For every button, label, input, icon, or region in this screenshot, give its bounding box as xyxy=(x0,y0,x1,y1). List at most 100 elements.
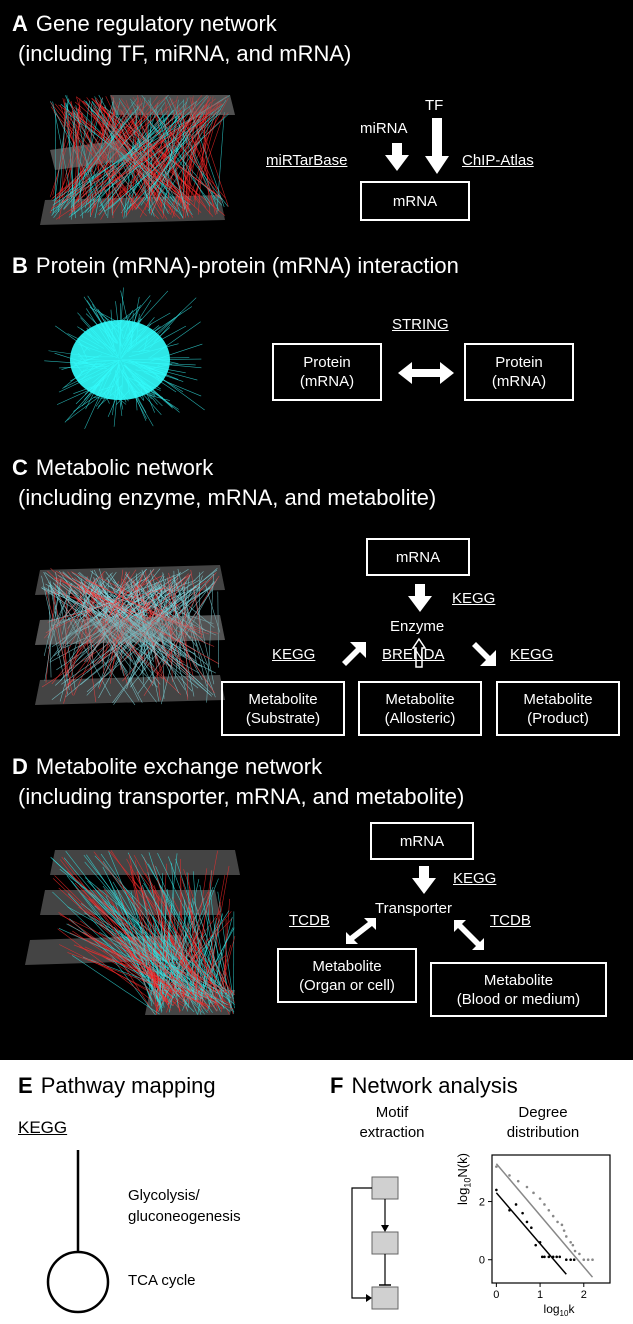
data-point xyxy=(551,1255,555,1259)
kegg-right-label: KEGG xyxy=(510,646,554,663)
metabolite-substrate-line1: Metabolite xyxy=(248,690,318,708)
panel-d-title-line1: Metabolite exchange network xyxy=(35,754,323,779)
kegg-label: KEGG xyxy=(18,1118,68,1137)
panel-b-title: B Protein (mRNA)-protein (mRNA) interacti… xyxy=(12,252,459,280)
tf-label: TF xyxy=(425,97,444,114)
data-point xyxy=(591,1258,594,1262)
panel-a-subtitle: (including TF, miRNA, and mRNA) xyxy=(18,41,352,66)
panel-d-letter: D xyxy=(12,754,28,779)
metabolite-product-box: Metabolite(Product) xyxy=(496,681,620,736)
mirtarbase-label: miRTarBase xyxy=(266,152,348,169)
data-point xyxy=(543,1203,546,1206)
metabolite-organ-box: Metabolite(Organ or cell) xyxy=(277,948,417,1003)
string-label: STRING xyxy=(392,316,449,333)
data-point xyxy=(532,1191,535,1195)
data-point xyxy=(508,1208,511,1212)
transporter-label: Transporter xyxy=(375,900,452,917)
arrow-up-right-icon xyxy=(342,642,366,666)
panel-c-title-line1: Metabolic network xyxy=(35,455,214,480)
panel-a-title-line1: Gene regulatory network xyxy=(35,11,277,36)
protein-left-line1: Protein xyxy=(303,354,351,371)
motif-diagram xyxy=(351,1176,399,1310)
data-point xyxy=(543,1255,546,1259)
data-point xyxy=(495,1165,498,1168)
y-tick-label: 0 xyxy=(479,1255,485,1267)
metabolite-allosteric-line2: (Allosteric) xyxy=(384,709,456,727)
double-arrow-diagonal-icon xyxy=(454,920,484,950)
tcdb-right-label: TCDB xyxy=(490,912,531,929)
x-tick-label: 0 xyxy=(493,1289,499,1301)
data-point xyxy=(586,1258,590,1262)
double-arrow-diagonal-icon xyxy=(346,918,376,944)
data-point xyxy=(525,1220,529,1224)
data-point xyxy=(547,1208,551,1212)
data-point xyxy=(582,1258,586,1262)
panel-e-letter: E xyxy=(18,1073,33,1098)
data-point xyxy=(556,1220,559,1224)
arrow-down-icon xyxy=(412,866,436,894)
panel-c-letter: C xyxy=(12,455,28,480)
arrow-down-icon xyxy=(408,584,432,612)
data-point xyxy=(573,1249,577,1253)
x-axis-label: log10k xyxy=(544,1302,576,1318)
data-point xyxy=(516,1179,520,1183)
metabolic-3d-network-image xyxy=(35,565,225,706)
mrna-box: mRNA xyxy=(370,822,474,860)
y-tick-label: 2 xyxy=(479,1197,485,1209)
data-point xyxy=(530,1226,533,1230)
data-point xyxy=(521,1211,524,1215)
panel-b-letter: B xyxy=(12,253,28,278)
metabolite-allosteric-box: Metabolite(Allosteric) xyxy=(358,681,482,736)
glycolysis-line2: gluconeogenesis xyxy=(128,1208,241,1225)
tca-cycle-label: TCA cycle xyxy=(128,1272,196,1289)
pathway-map-icon xyxy=(46,1150,110,1314)
protein-right-line2: (mRNA) xyxy=(491,373,547,390)
fit-line xyxy=(495,1163,594,1278)
x-tick-label: 1 xyxy=(537,1289,543,1301)
data-point xyxy=(508,1174,511,1177)
panel-d-subtitle: (including transporter, mRNA, and metabo… xyxy=(18,784,465,809)
metabolite-substrate-box: Metabolite(Substrate) xyxy=(221,681,345,736)
degree-line2: distribution xyxy=(506,1124,580,1141)
metabolite-blood-line2: (Blood or medium) xyxy=(456,990,581,1008)
data-point xyxy=(569,1240,572,1244)
data-point xyxy=(538,1240,542,1244)
data-point xyxy=(562,1229,566,1232)
arrow-down-right-icon xyxy=(472,642,496,666)
data-point xyxy=(564,1258,568,1262)
panel-c-subtitle: (including enzyme, mRNA, and metabolite) xyxy=(18,485,437,510)
data-point xyxy=(569,1258,572,1262)
panel-b-title-text: Protein (mRNA)-protein (mRNA) interactio… xyxy=(35,253,459,278)
protein-left-line2: (mRNA) xyxy=(299,373,355,390)
data-point xyxy=(538,1197,542,1200)
motif-extraction-label: Motif extraction xyxy=(352,1103,432,1143)
data-point xyxy=(495,1188,498,1192)
mrna-box: mRNA xyxy=(360,181,470,221)
motif-line2: extraction xyxy=(359,1124,425,1141)
arrow-down-icon xyxy=(425,118,449,174)
exchange-3d-network-image xyxy=(25,850,240,1016)
tcdb-left-label: TCDB xyxy=(289,912,330,929)
motif-line1: Motif xyxy=(375,1104,409,1121)
degree-distribution-label: Degree distribution xyxy=(478,1103,608,1143)
chipatlas-label: ChIP-Atlas xyxy=(462,152,534,169)
metabolite-substrate-line2: (Substrate) xyxy=(245,709,321,727)
arrow-down-icon xyxy=(385,143,409,171)
metabolite-product-line2: (Product) xyxy=(527,709,589,727)
data-point xyxy=(514,1203,518,1206)
kegg-label: KEGG xyxy=(453,870,497,887)
data-point xyxy=(555,1255,558,1259)
data-point xyxy=(540,1255,544,1259)
glycolysis-line1: Glycolysis/ xyxy=(128,1187,200,1204)
protein-right-line1: Protein xyxy=(495,354,543,371)
brenda-label: BRENDA xyxy=(382,646,445,663)
metabolite-blood-box: Metabolite(Blood or medium) xyxy=(430,962,607,1017)
glycolysis-label: Glycolysis/ gluconeogenesis xyxy=(128,1185,241,1227)
hollow-arrow-up-icon xyxy=(411,637,427,668)
panel-f-title-text: Network analysis xyxy=(351,1073,518,1098)
panel-f-letter: F xyxy=(330,1073,344,1098)
data-point xyxy=(564,1235,568,1238)
data-point xyxy=(525,1185,529,1189)
